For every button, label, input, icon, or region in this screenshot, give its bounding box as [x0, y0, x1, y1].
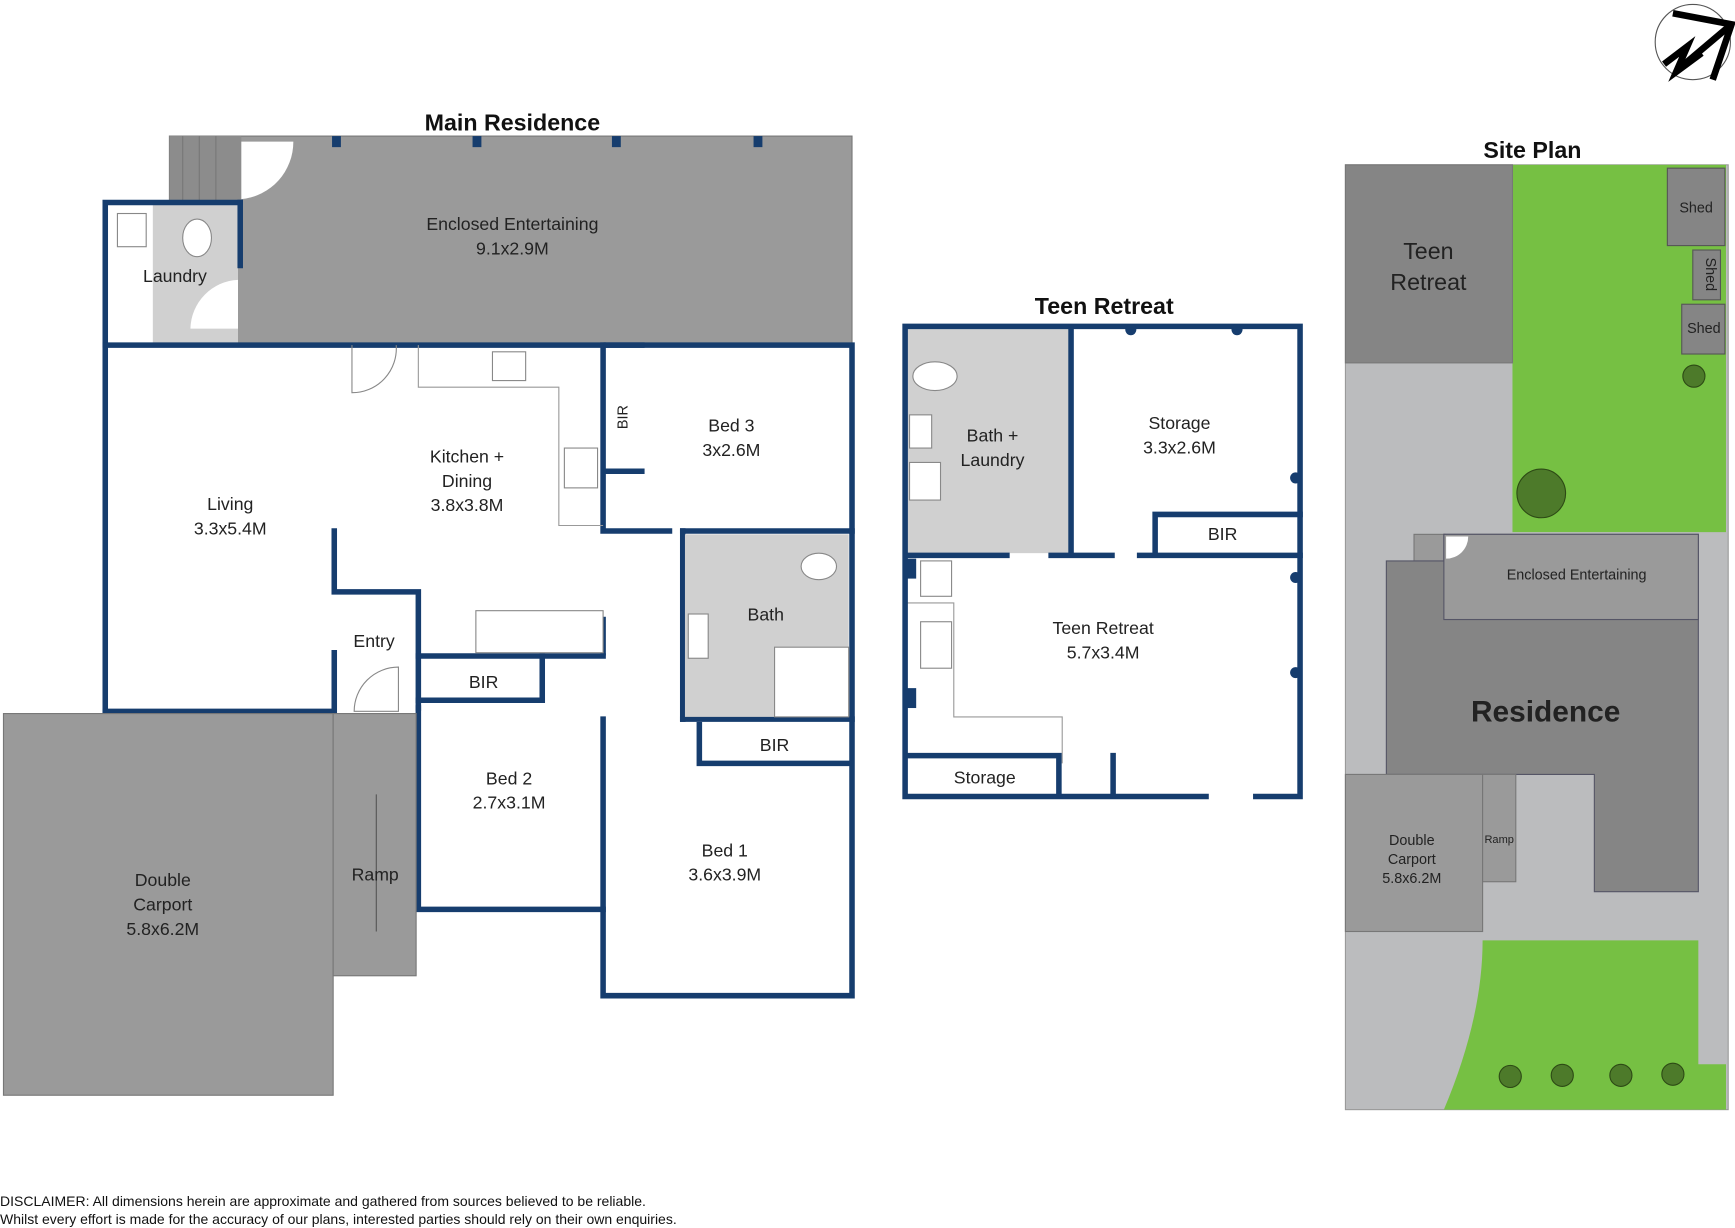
room-label: Storage: [954, 767, 1016, 787]
room-label: Laundry: [961, 450, 1025, 470]
room-label: Bed 2: [486, 768, 532, 788]
site-plan: Teen Retreat Shed Shed Shed Enclosed Ent…: [1344, 164, 1729, 1111]
north-arrow-icon: [1654, 3, 1735, 82]
room-label: Laundry: [143, 266, 207, 286]
building-label: 5.8x6.2M: [1382, 871, 1441, 887]
room-size: 3.8x3.8M: [431, 495, 504, 515]
shed-label: Shed: [1679, 200, 1713, 216]
main-residence-title: Main Residence: [425, 110, 601, 136]
shed-label: Shed: [1687, 321, 1721, 337]
room-label: Teen Retreat: [1053, 618, 1154, 638]
room-size: 3.3x2.6M: [1143, 438, 1216, 458]
room-label: Enclosed Entertaining: [426, 214, 598, 234]
room-size: 9.1x2.9M: [476, 238, 549, 258]
ramp: [332, 713, 417, 977]
room-label: BIR: [615, 405, 631, 429]
shrub-icon: [1498, 364, 1706, 1089]
main-residence-plan: Enclosed Entertaining 9.1x2.9M Laundry: [2, 135, 855, 1096]
lawn-front: [1443, 940, 1726, 1110]
disclaimer: DISCLAIMER: All dimensions herein are ap…: [0, 1192, 677, 1228]
door-swing: [241, 141, 294, 200]
room-size: 2.7x3.1M: [473, 793, 546, 813]
disclaimer-line: Whilst every effort is made for the accu…: [0, 1211, 677, 1227]
room-label: BIR: [1208, 524, 1237, 544]
room-label: Double: [135, 870, 191, 890]
building-label: Carport: [1388, 852, 1436, 868]
room-label: Kitchen +: [430, 446, 504, 466]
room-label: Living: [207, 494, 253, 514]
room-label: Storage: [1149, 413, 1211, 433]
room-size: 5.8x6.2M: [126, 919, 199, 939]
teen-retreat-plan: Bath + Laundry Storage 3.3x2.6M BIR Teen…: [902, 323, 1303, 800]
double-carport: [2, 713, 334, 1096]
room-label: Bed 1: [702, 840, 748, 860]
room-label: Bath +: [967, 425, 1019, 445]
room-size: 3.3x5.4M: [194, 518, 267, 538]
building-label: Double: [1389, 833, 1435, 849]
disclaimer-line: DISCLAIMER: All dimensions herein are ap…: [0, 1193, 646, 1209]
building-label: Teen: [1403, 238, 1453, 264]
room-label: Ramp: [352, 865, 399, 885]
stairs: [169, 136, 242, 203]
room-label: Dining: [442, 471, 492, 491]
building-label: Enclosed Entertaining: [1507, 568, 1647, 584]
building-label: Ramp: [1484, 834, 1513, 846]
building-label: Residence: [1471, 695, 1620, 728]
room-label: BIR: [469, 672, 499, 692]
room-size: 3x2.6M: [702, 440, 760, 460]
room-size: 5.7x3.4M: [1067, 642, 1140, 662]
room-label: Entry: [353, 631, 394, 651]
shed-label: Shed: [1702, 258, 1718, 292]
teen-retreat-title: Teen Retreat: [1035, 293, 1174, 319]
room-size: 3.6x3.9M: [688, 865, 761, 885]
room-label: Bed 3: [708, 415, 754, 435]
building-label: Retreat: [1390, 269, 1467, 295]
site-plan-title: Site Plan: [1483, 137, 1581, 163]
room-label: Bath: [748, 605, 784, 625]
room-label: Carport: [133, 894, 192, 914]
room-label: BIR: [760, 735, 789, 755]
